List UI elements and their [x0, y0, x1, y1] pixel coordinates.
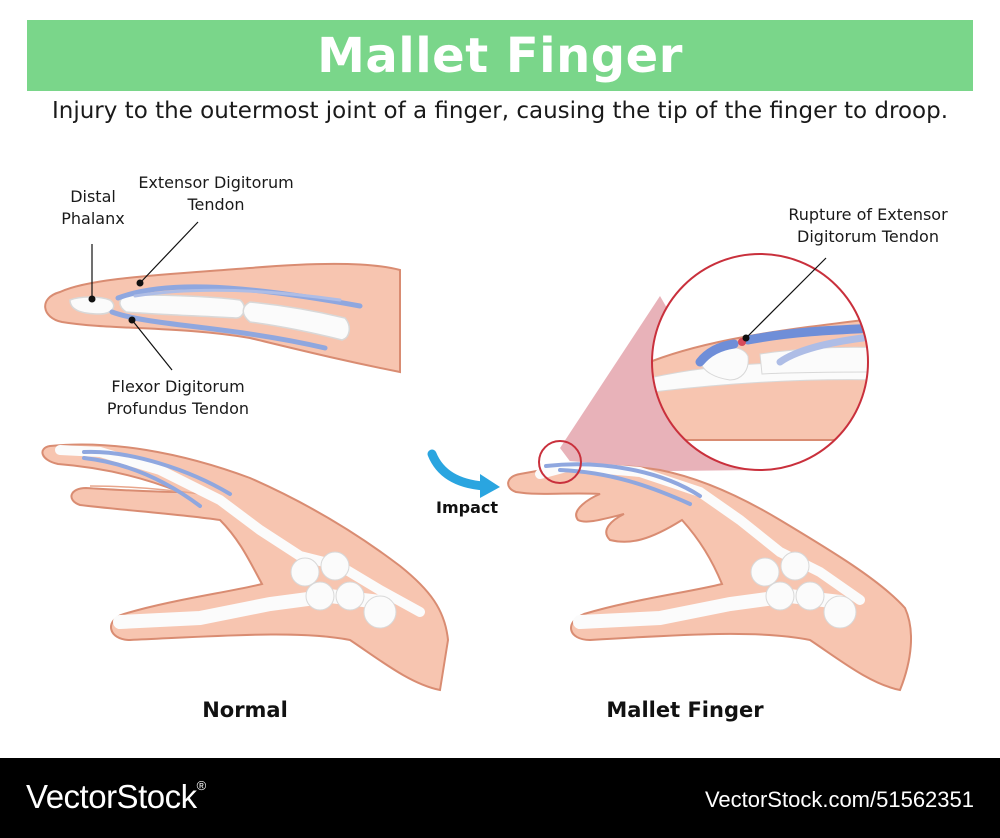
caption-mallet-finger: Mallet Finger	[606, 698, 764, 722]
hand-mallet-finger	[507, 440, 913, 692]
caption-normal: Normal	[202, 698, 288, 722]
page-subtitle: Injury to the outermost joint of a finge…	[51, 98, 949, 124]
page-title: Mallet Finger	[317, 27, 683, 84]
zoom-circle-rupture	[651, 253, 869, 471]
label-impact: Impact	[436, 498, 499, 517]
footer-bar: VectorStock® VectorStock.com/51562351	[0, 758, 1000, 838]
hand-normal	[41, 443, 450, 692]
label-rupture: Rupture of Extensor Digitorum Tendon	[788, 205, 948, 246]
illustration	[41, 221, 913, 692]
finger-closeup-normal	[44, 221, 401, 374]
impact-arrow	[427, 449, 500, 498]
title-bar: Mallet Finger	[27, 20, 973, 91]
label-extensor-tendon: Extensor Digitorum Tendon	[138, 173, 294, 214]
brand-logo: VectorStock®	[26, 778, 206, 815]
label-distal-phalanx: Distal Phalanx	[61, 187, 125, 228]
label-flexor-tendon: Flexor Digitorum Profundus Tendon	[106, 377, 250, 418]
image-reference: VectorStock.com/51562351	[704, 787, 974, 812]
